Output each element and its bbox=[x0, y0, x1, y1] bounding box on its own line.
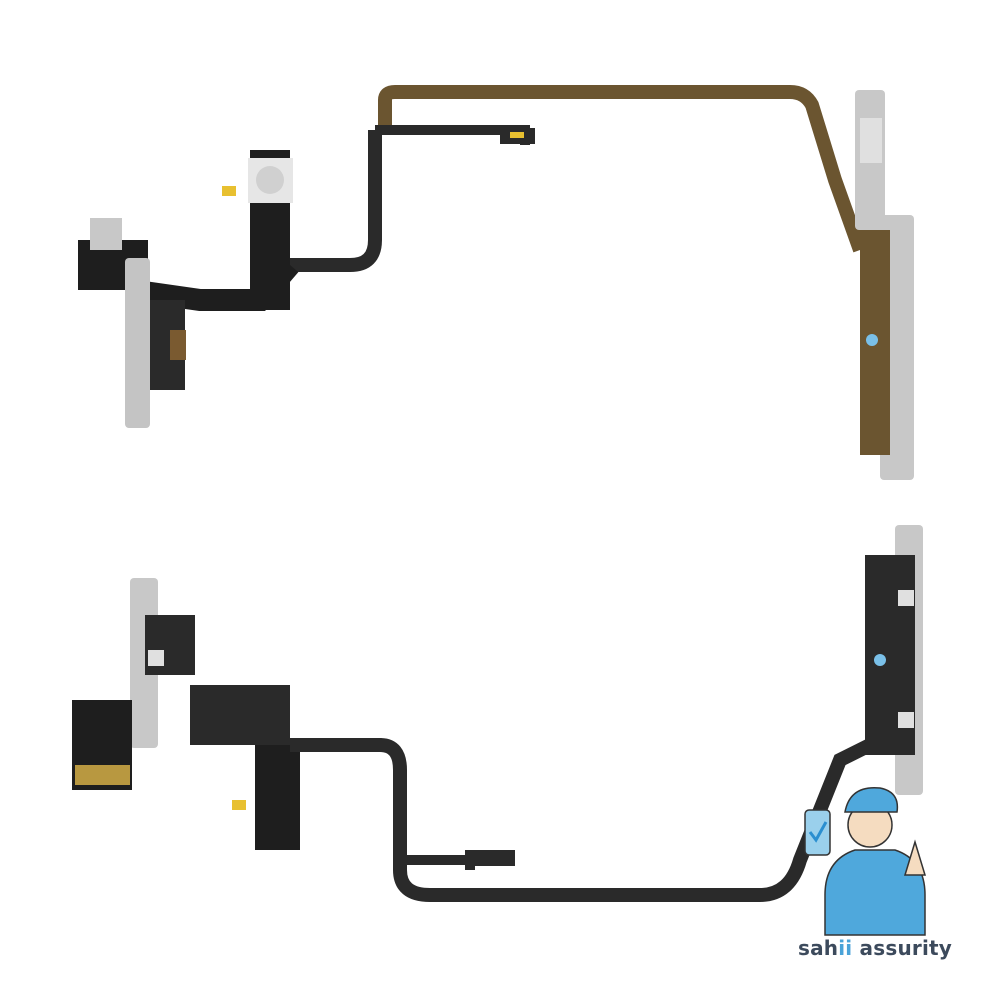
watermark-logo: sahii assurity bbox=[790, 770, 960, 970]
brand-name: sahii assurity bbox=[798, 936, 952, 960]
top-flex-cable bbox=[78, 85, 914, 480]
mascot-illustration bbox=[804, 786, 927, 936]
bottom-flex-cable bbox=[72, 525, 923, 902]
